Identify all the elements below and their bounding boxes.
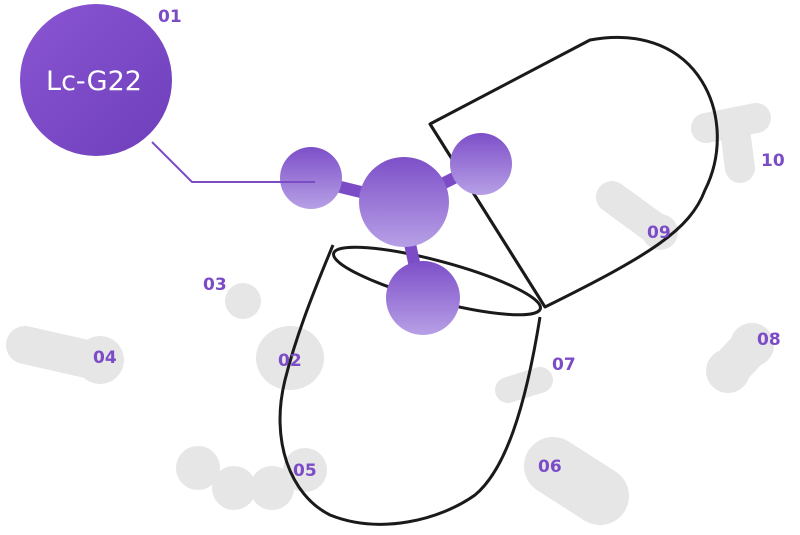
label-04: 04 [93,348,117,368]
atom-left [280,147,342,209]
label-09: 09 [647,223,671,243]
blob-09 [596,181,678,250]
label-03: 03 [203,275,227,295]
label-06: 06 [538,457,562,477]
label-08: 08 [757,330,781,350]
label-05: 05 [293,461,317,481]
atom-bottom [386,261,460,335]
hub-node: Lc-G22 [20,4,172,156]
label-10: 10 [761,151,785,171]
atom-center [359,157,449,247]
blob-10 [691,103,771,183]
blob-05 [176,446,327,510]
blob-03 [225,283,261,319]
blob-06 [524,437,629,525]
molecule [280,133,512,335]
hub-connector-line [151,141,315,183]
atom-right [450,133,512,195]
blob-08 [706,323,774,393]
label-02: 02 [278,351,302,371]
capsule-upper [428,36,719,309]
label-01: 01 [158,7,182,27]
label-07: 07 [552,355,576,375]
blob-07 [495,367,553,403]
hub-label: Lc-G22 [46,66,142,97]
blob-04 [6,326,124,384]
